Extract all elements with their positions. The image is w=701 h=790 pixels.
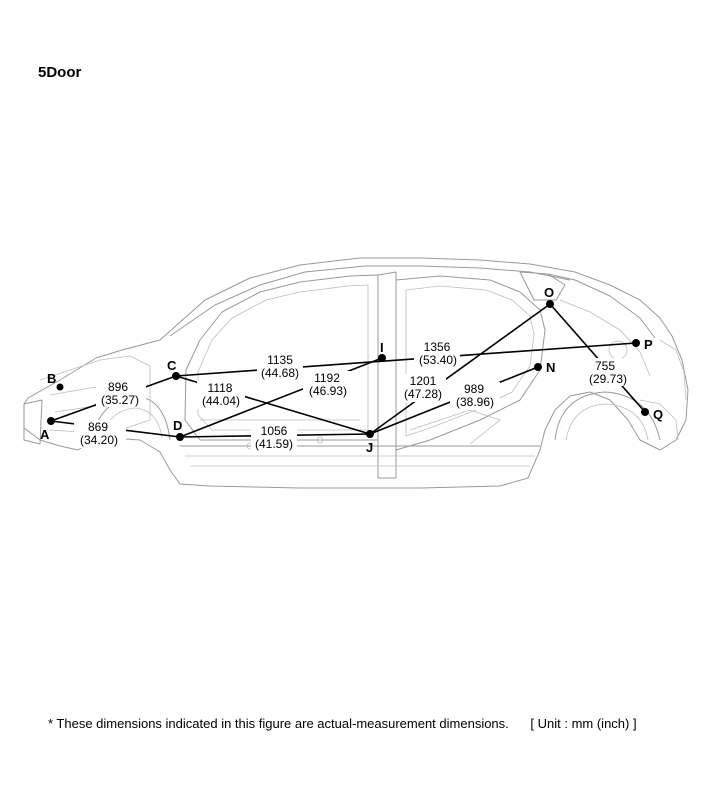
point-label-d: D: [173, 418, 182, 433]
dim-c-p-mm: 1135: [267, 353, 293, 367]
point-label-a: A: [40, 427, 50, 442]
dim-c-j-mm: 1118: [208, 381, 233, 395]
point-label-j: J: [366, 440, 373, 455]
point-a: [47, 417, 55, 425]
footnote: * These dimensions indicated in this fig…: [48, 716, 637, 731]
point-n: [534, 363, 542, 371]
dim-d-i-mm: 1192: [314, 371, 340, 385]
dim-d-j-mm: 1056: [261, 424, 288, 438]
point-label-n: N: [546, 360, 555, 375]
dim-j-n-mm: 989: [464, 382, 484, 396]
point-label-i: I: [380, 340, 384, 355]
dim-a-d-inch: (34.20): [80, 433, 118, 447]
dim-c-p-inch: (44.68): [261, 366, 299, 380]
dim-i-p-inch: (53.40): [419, 353, 457, 367]
point-q: [641, 408, 649, 416]
dim-a-c-mm: 896: [108, 380, 128, 394]
dim-a-c-inch: (35.27): [101, 393, 139, 407]
measure-line-c-p: [175, 342, 637, 377]
point-d: [176, 433, 184, 441]
point-label-c: C: [167, 358, 177, 373]
point-label-b: B: [47, 371, 56, 386]
footnote-text: * These dimensions indicated in this fig…: [48, 716, 509, 731]
point-label-q: Q: [653, 407, 663, 422]
measure-line-j-o: [369, 303, 551, 435]
point-labels: A B C D I J N O P Q: [40, 285, 663, 455]
measurement-lines: [50, 303, 646, 438]
point-label-o: O: [544, 285, 554, 300]
point-o: [546, 300, 554, 308]
dim-i-p-mm: 1356: [424, 340, 451, 354]
page-title: 5Door: [38, 64, 82, 81]
dim-o-q-mm: 755: [595, 359, 615, 373]
dim-j-o-mm: 1201: [410, 374, 437, 388]
dim-d-j-inch: (41.59): [255, 437, 293, 451]
dim-j-o-inch: (47.28): [404, 387, 442, 401]
dimension-labels: 896 (35.27) 869 (34.20) 1135 (44.68) 111…: [74, 340, 632, 452]
dim-c-j-inch: (44.04): [202, 394, 240, 408]
point-j: [366, 430, 374, 438]
point-c: [172, 372, 180, 380]
dim-o-q-inch: (29.73): [589, 372, 627, 386]
dim-j-n-inch: (38.96): [456, 395, 494, 409]
measurement-points: [47, 300, 649, 441]
unit-note: [ Unit : mm (inch) ]: [530, 716, 637, 731]
dim-d-i-inch: (46.93): [309, 384, 347, 398]
point-b: [56, 383, 64, 391]
point-label-p: P: [644, 337, 653, 352]
dim-a-d-mm: 869: [88, 420, 108, 434]
point-p: [632, 339, 640, 347]
point-i: [378, 354, 386, 362]
